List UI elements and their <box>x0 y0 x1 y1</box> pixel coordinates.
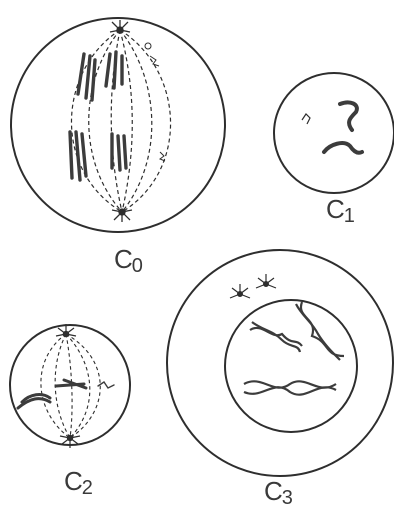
cell-c3-label-letter: C <box>264 476 282 506</box>
cell-c1-chromosomes <box>324 102 362 152</box>
cell-c0-pole-top <box>110 20 130 33</box>
cell-c2-label-letter: C <box>64 466 82 496</box>
cell-c0 <box>11 18 225 232</box>
cell-c2-label-index: 2 <box>82 477 92 499</box>
cell-c0-fragments <box>145 43 165 161</box>
cell-c3-bivalents <box>244 302 344 395</box>
cell-c1-membrane <box>274 73 394 193</box>
cell-c1 <box>274 73 394 193</box>
cell-c3-membrane <box>167 250 393 476</box>
cell-c2-label: C2 <box>64 466 92 500</box>
cell-c2 <box>10 324 130 448</box>
cell-c0-label: C0 <box>114 244 142 278</box>
cell-c3-asters <box>230 274 276 298</box>
cell-c1-label-index: 1 <box>344 205 354 227</box>
cell-c3 <box>167 250 393 476</box>
cell-c3-nucleus <box>225 300 357 432</box>
cell-c0-chromosomes <box>70 52 126 180</box>
cell-c1-label-letter: C <box>326 194 344 224</box>
cell-c0-membrane <box>11 18 225 232</box>
cell-c1-label: C1 <box>326 194 354 228</box>
cell-c3-label: C3 <box>264 476 292 510</box>
cell-c0-label-index: 0 <box>132 255 142 277</box>
cell-c1-fragment <box>302 114 310 124</box>
cell-c0-label-letter: C <box>114 244 132 274</box>
cell-c3-label-index: 3 <box>282 487 292 509</box>
cell-c2-pole-bottom <box>60 435 80 448</box>
cell-c0-pole-bottom <box>112 209 132 222</box>
